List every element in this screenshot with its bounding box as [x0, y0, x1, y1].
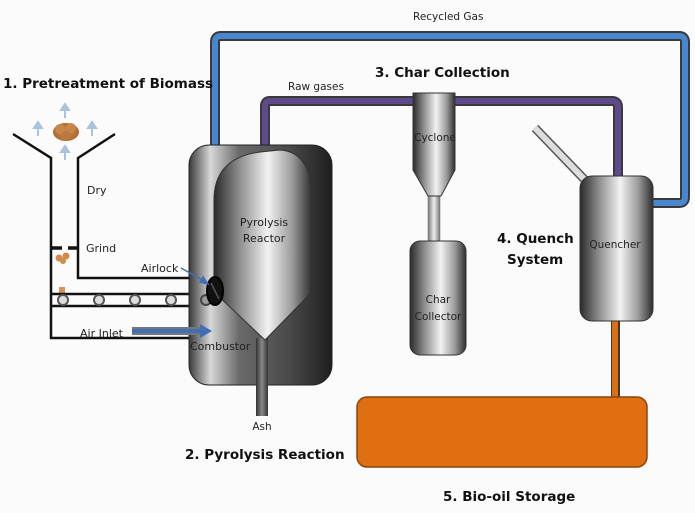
label-recycled-gas: Recycled Gas [413, 11, 483, 23]
label-dry: Dry [87, 184, 107, 197]
stage-label-storage: 5. Bio-oil Storage [443, 489, 575, 505]
label-reactor-line1: Pyrolysis [240, 216, 289, 229]
stage-label-pretreatment: 1. Pretreatment of Biomass [3, 76, 213, 92]
vapor-arrows-icon [32, 102, 98, 160]
label-collector-line1: Char [426, 294, 451, 306]
char-collector [409, 240, 467, 356]
ground-biomass-icon [55, 252, 70, 293]
ash-pipe [256, 338, 268, 416]
label-raw-gases: Raw gases [288, 81, 344, 93]
label-quencher: Quencher [589, 239, 641, 251]
label-airlock: Airlock [141, 262, 179, 275]
label-collector-line2: Collector [415, 311, 462, 323]
biomass-hopper [12, 132, 205, 340]
quencher-spray-pipe [531, 124, 589, 184]
label-air-inlet: Air Inlet [80, 327, 124, 340]
label-cyclone: Cyclone [414, 132, 456, 144]
pyrolysis-reactor [213, 149, 313, 341]
cyclone [412, 92, 456, 245]
label-ash: Ash [252, 421, 271, 433]
stage-label-pyrolysis: 2. Pyrolysis Reaction [185, 447, 345, 463]
bio-oil-storage-tank [356, 396, 648, 468]
label-combustor: Combustor [190, 340, 251, 353]
label-grind: Grind [86, 242, 116, 255]
bio-oil-pipe [611, 318, 620, 400]
airlock-pointer-arrow [180, 267, 210, 286]
air-inlet-arrow [132, 324, 212, 338]
stage-label-quench-line2: System [507, 252, 563, 268]
stage-label-char-collection: 3. Char Collection [375, 65, 510, 81]
quencher [579, 175, 654, 322]
stage-label-quench-line1: 4. Quench [497, 231, 574, 247]
conveyor-belt [51, 292, 210, 308]
biomass-icon [53, 123, 79, 141]
label-reactor-line2: Reactor [243, 232, 286, 245]
recycled-gas-pipe [210, 31, 690, 208]
